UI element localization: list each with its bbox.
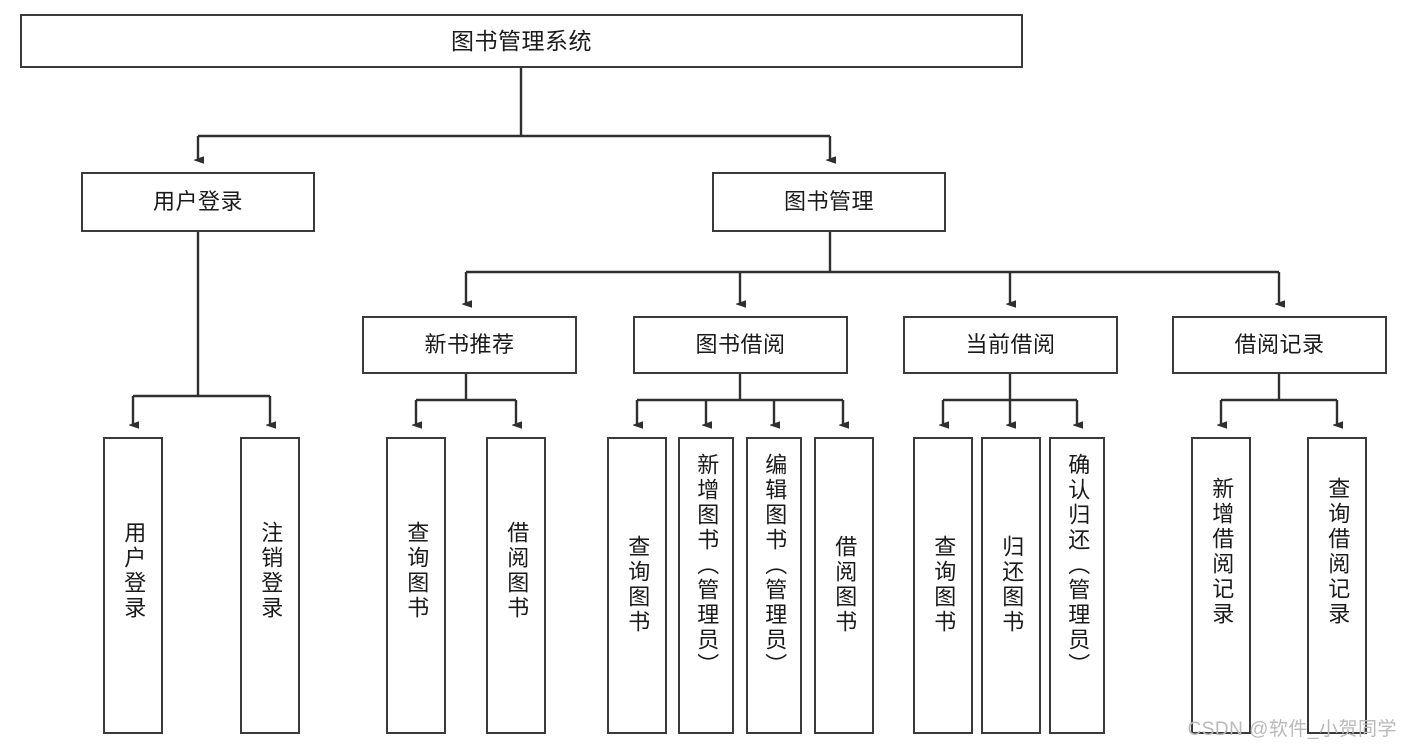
node-leaf-add-borrow-record-label: 新增借阅记录 bbox=[1209, 477, 1235, 627]
node-leaf-confirm-return-label: 确认归还（管理员） bbox=[1065, 453, 1091, 678]
node-book-management-label: 图书管理 bbox=[783, 189, 874, 215]
node-leaf-query-borrow-record-label: 查询借阅记录 bbox=[1325, 477, 1351, 627]
node-user-login-label: 用户登录 bbox=[152, 189, 243, 215]
node-leaf-borrow-book-1[interactable]: 借阅图书 bbox=[486, 437, 546, 734]
node-leaf-query-book-1-label: 查询图书 bbox=[404, 521, 430, 621]
node-leaf-borrow-book-2-label: 借阅图书 bbox=[832, 535, 858, 635]
node-leaf-edit-book[interactable]: 编辑图书（管理员） bbox=[746, 437, 802, 734]
node-leaf-user-login[interactable]: 用户登录 bbox=[103, 437, 163, 734]
node-leaf-add-book[interactable]: 新增图书（管理员） bbox=[678, 437, 734, 734]
node-current-borrow[interactable]: 当前借阅 bbox=[903, 316, 1118, 374]
node-book-borrow[interactable]: 图书借阅 bbox=[633, 316, 848, 374]
watermark-text: CSDN @软件_小贺同学 bbox=[1187, 719, 1397, 740]
node-leaf-query-book-3-label: 查询图书 bbox=[931, 535, 957, 635]
node-new-book-recommend-label: 新书推荐 bbox=[424, 332, 515, 358]
node-leaf-return-book[interactable]: 归还图书 bbox=[981, 437, 1041, 734]
node-leaf-borrow-book-1-label: 借阅图书 bbox=[504, 521, 530, 621]
node-leaf-logout-login[interactable]: 注销登录 bbox=[240, 437, 300, 734]
node-user-login[interactable]: 用户登录 bbox=[81, 172, 315, 232]
node-leaf-query-borrow-record[interactable]: 查询借阅记录 bbox=[1307, 437, 1367, 734]
node-leaf-query-book-1[interactable]: 查询图书 bbox=[386, 437, 446, 734]
node-leaf-query-book-2[interactable]: 查询图书 bbox=[607, 437, 667, 734]
node-leaf-query-book-2-label: 查询图书 bbox=[625, 535, 651, 635]
node-leaf-query-book-3[interactable]: 查询图书 bbox=[913, 437, 973, 734]
node-leaf-edit-book-label: 编辑图书（管理员） bbox=[762, 453, 788, 678]
node-new-book-recommend[interactable]: 新书推荐 bbox=[362, 316, 577, 374]
node-leaf-return-book-label: 归还图书 bbox=[999, 535, 1025, 635]
node-leaf-add-book-label: 新增图书（管理员） bbox=[694, 453, 720, 678]
node-book-borrow-label: 图书借阅 bbox=[695, 332, 786, 358]
node-leaf-logout-login-label: 注销登录 bbox=[258, 521, 284, 621]
node-leaf-user-login-label: 用户登录 bbox=[121, 521, 147, 621]
node-root[interactable]: 图书管理系统 bbox=[20, 14, 1023, 68]
node-root-label: 图书管理系统 bbox=[451, 27, 592, 54]
node-current-borrow-label: 当前借阅 bbox=[965, 332, 1056, 358]
node-leaf-add-borrow-record[interactable]: 新增借阅记录 bbox=[1191, 437, 1251, 734]
node-leaf-confirm-return[interactable]: 确认归还（管理员） bbox=[1049, 437, 1105, 734]
node-borrow-record-label: 借阅记录 bbox=[1234, 332, 1325, 358]
node-leaf-borrow-book-2[interactable]: 借阅图书 bbox=[814, 437, 874, 734]
node-borrow-record[interactable]: 借阅记录 bbox=[1172, 316, 1387, 374]
node-book-management[interactable]: 图书管理 bbox=[712, 172, 946, 232]
